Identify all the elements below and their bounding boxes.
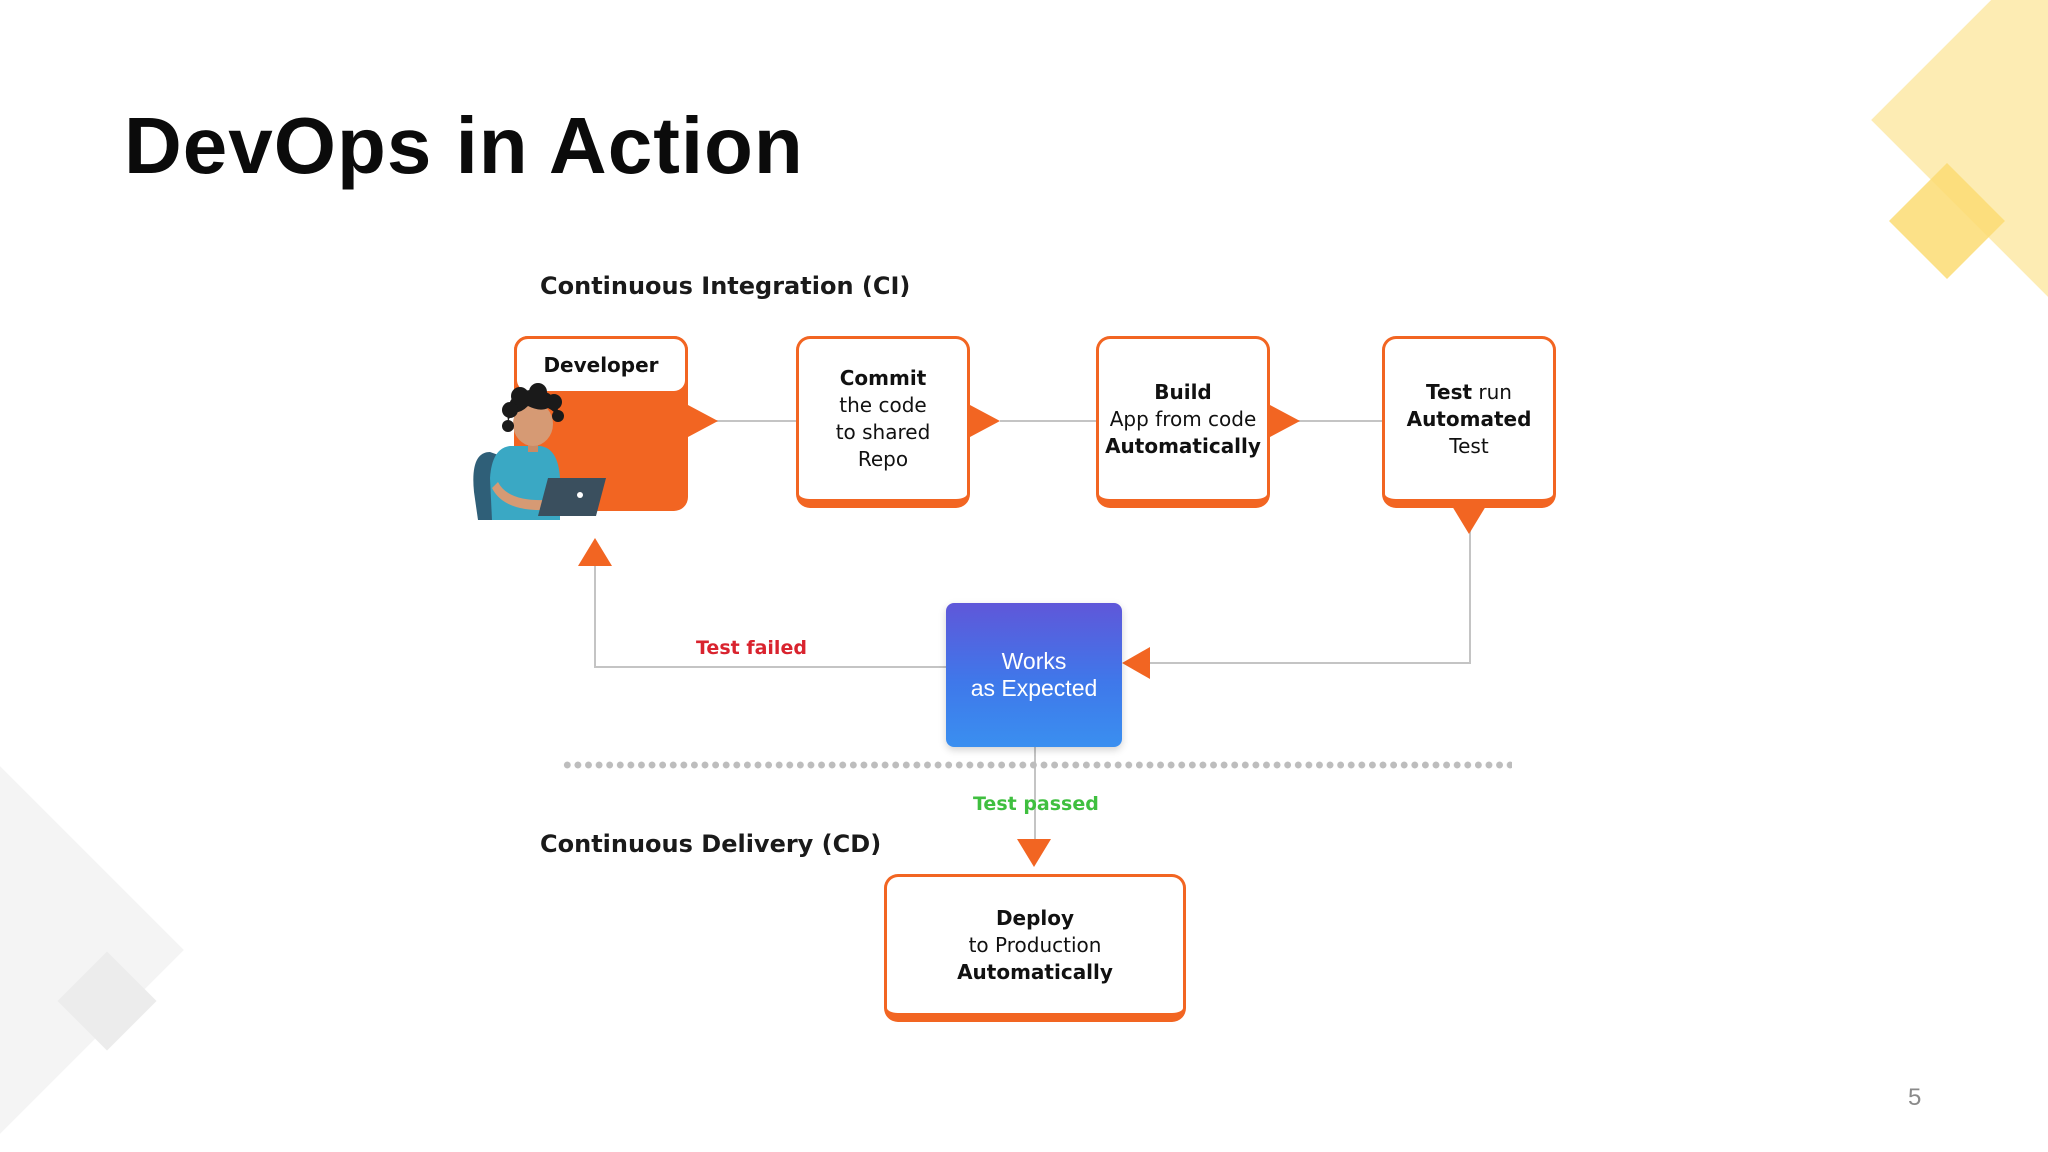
arrow-developer-right	[688, 405, 718, 437]
deploy-line-2: to Production	[968, 932, 1102, 957]
deploy-line-3: Automatically	[957, 959, 1113, 984]
page-number: 5	[1908, 1084, 1922, 1111]
test-line-2: Automated	[1406, 406, 1532, 431]
test-line-3: Test	[1449, 433, 1489, 458]
ci-cd-divider	[562, 761, 1512, 769]
commit-box: Commit the code to shared Repo	[796, 336, 970, 508]
commit-line-1: Commit	[839, 366, 927, 390]
connector-failed-up	[594, 566, 596, 668]
build-box: Build App from code Automatically	[1096, 336, 1270, 508]
test-line-1-rest: run	[1472, 379, 1512, 404]
commit-line-2: the code	[839, 393, 927, 417]
arrow-build-right	[1270, 405, 1300, 437]
arrow-into-deploy	[1017, 839, 1051, 867]
connector-developer-commit	[716, 420, 796, 422]
developer-with-laptop-icon	[473, 383, 606, 520]
arrow-commit-right	[970, 405, 1000, 437]
connector-test-down	[1469, 530, 1471, 664]
cd-section-label: Continuous Delivery (CD)	[540, 830, 882, 858]
developer-card: Developer	[514, 336, 688, 394]
arrow-into-works	[1122, 647, 1150, 679]
connector-build-test	[1298, 420, 1382, 422]
slide-title: DevOps in Action	[124, 101, 804, 190]
test-line-1: Test run	[1426, 379, 1512, 406]
arrow-up-to-developer	[578, 538, 612, 566]
build-line-3: Automatically	[1105, 433, 1261, 458]
build-line-2: App from code	[1109, 406, 1257, 431]
test-line-1-bold: Test	[1426, 379, 1473, 404]
arrow-test-down	[1452, 506, 1486, 534]
works-line-2: as Expected	[970, 675, 1098, 701]
test-passed-label: Test passed	[973, 793, 1099, 815]
test-failed-label: Test failed	[696, 637, 807, 659]
deploy-line-1: Deploy	[995, 905, 1075, 930]
developer-label: Developer	[543, 353, 659, 377]
deploy-box: Deploy to Production Automatically	[884, 874, 1186, 1022]
test-box: Test run Automated Test	[1382, 336, 1556, 508]
connector-works-deploy	[1034, 747, 1036, 839]
commit-line-4: Repo	[857, 447, 909, 471]
commit-line-3: to shared	[835, 420, 931, 444]
corner-decoration-faint	[0, 766, 184, 1134]
build-line-1: Build	[1154, 379, 1212, 404]
works-line-1: Works	[1001, 648, 1067, 674]
ci-section-label: Continuous Integration (CI)	[540, 272, 911, 300]
connector-test-works	[1148, 662, 1471, 664]
connector-works-failed	[594, 666, 946, 668]
works-as-expected-box: Works as Expected	[946, 603, 1122, 747]
connector-commit-build	[1000, 420, 1096, 422]
